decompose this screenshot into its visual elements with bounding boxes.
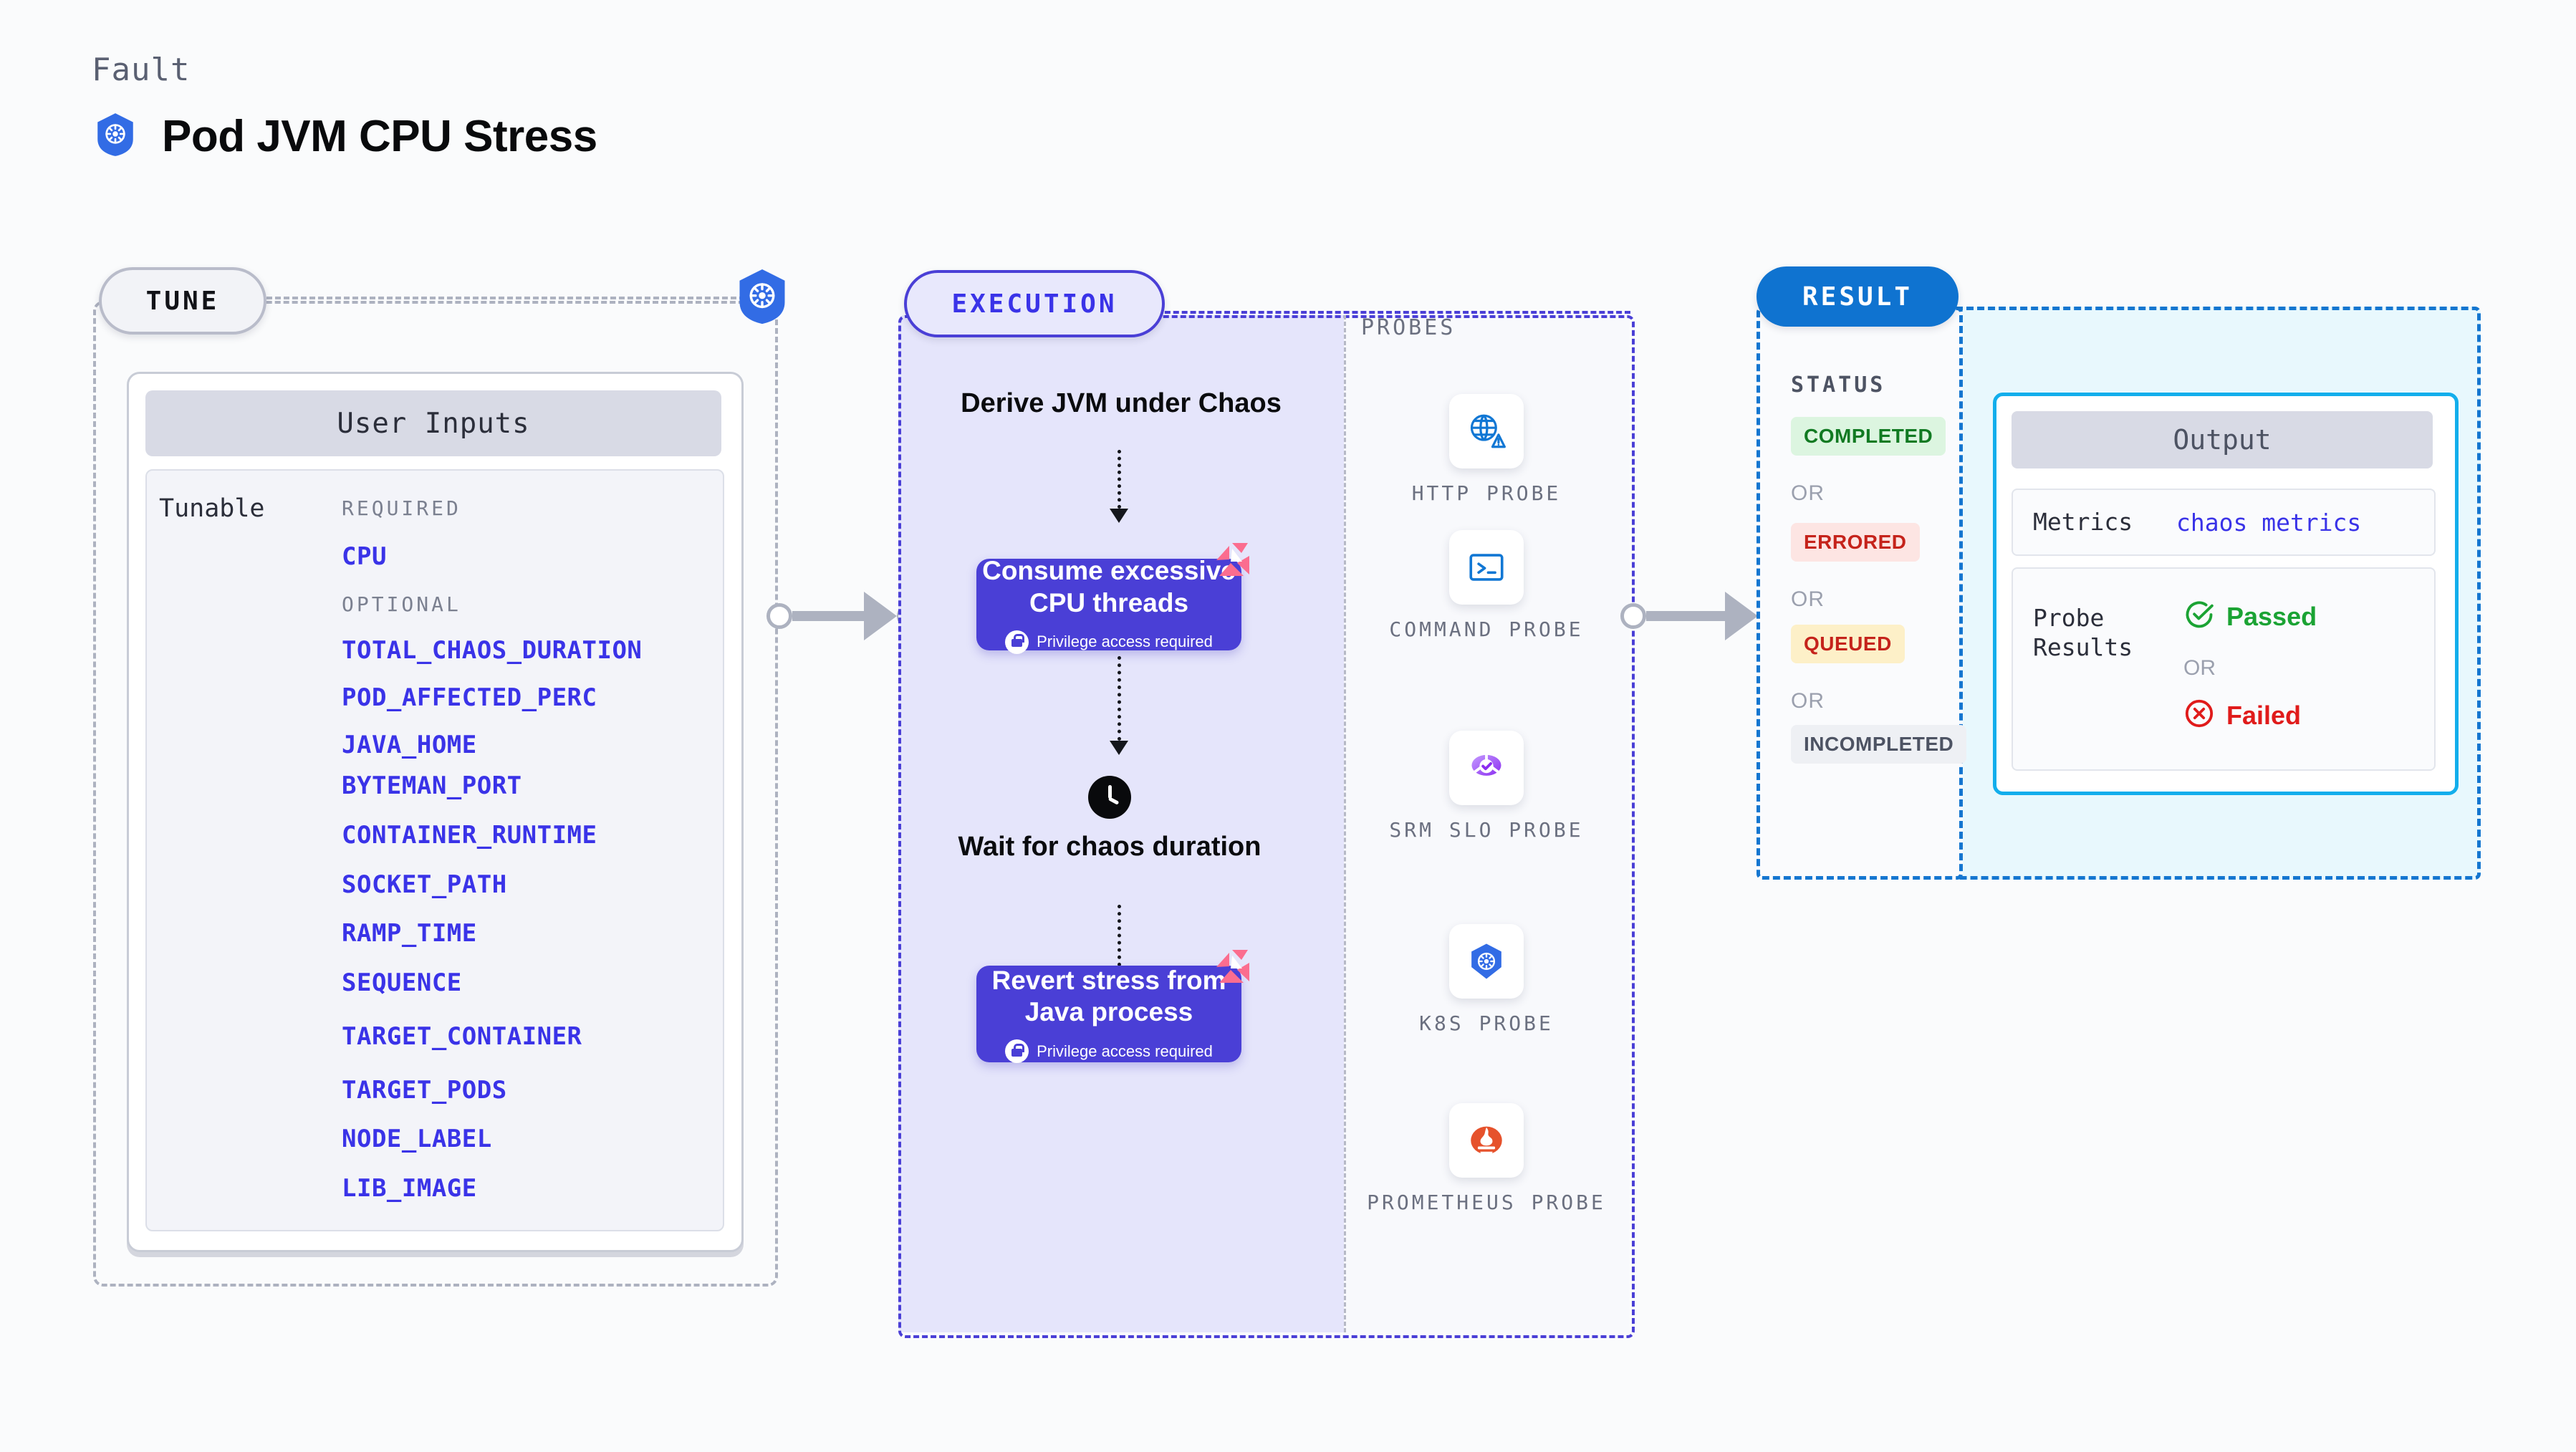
- param-java-home[interactable]: JAVA_HOME: [342, 731, 477, 759]
- probe-result-or: OR: [2183, 656, 2216, 680]
- param-pod-affected-perc[interactable]: POD_AFFECTED_PERC: [342, 683, 597, 712]
- page-kicker: Fault: [92, 52, 191, 88]
- failed-label: Failed: [2226, 700, 2302, 730]
- probe-results-label: Probe Results: [2033, 604, 2133, 662]
- probe-prometheus[interactable]: PROMETHEUS PROBE: [1344, 1103, 1629, 1216]
- execution-card-title: Revert stress from Java process: [991, 965, 1226, 1027]
- connector-arrowhead: [864, 592, 897, 640]
- execution-arrow-2: [1110, 656, 1128, 755]
- param-byteman-port[interactable]: BYTEMAN_PORT: [342, 771, 522, 800]
- result-badge: RESULT: [1756, 266, 1959, 327]
- probe-command[interactable]: COMMAND PROBE: [1344, 530, 1629, 643]
- tune-top-dash: [258, 297, 771, 299]
- litmus-icon: [1213, 542, 1251, 577]
- param-sequence[interactable]: SEQUENCE: [342, 968, 462, 997]
- status-or-1: OR: [1791, 481, 1825, 505]
- tune-badge: TUNE: [99, 267, 266, 335]
- page-title: Pod JVM CPU Stress: [162, 112, 597, 161]
- kubernetes-icon: [732, 266, 792, 327]
- lock-icon: [1005, 630, 1029, 654]
- output-metrics-row: Metrics chaos metrics: [2012, 489, 2436, 556]
- probe-k8s[interactable]: K8S PROBE: [1344, 924, 1629, 1037]
- execution-step-derive-jvm: Derive JVM under Chaos: [961, 388, 1282, 418]
- user-inputs-title: User Inputs: [145, 390, 721, 456]
- connector-dot-start: [766, 603, 792, 629]
- metrics-value[interactable]: chaos metrics: [2176, 508, 2362, 537]
- connector-line: [792, 611, 864, 621]
- srm-slo-icon: [1449, 731, 1524, 805]
- privilege-row: Privilege access required: [1005, 630, 1213, 654]
- passed-label: Passed: [2226, 601, 2317, 631]
- probe-label: HTTP PROBE: [1411, 481, 1562, 505]
- execution-card-revert-stress[interactable]: Revert stress from Java process Privileg…: [976, 950, 1249, 1064]
- status-or-3: OR: [1791, 689, 1825, 713]
- metrics-label: Metrics: [2033, 508, 2133, 537]
- status-title: STATUS: [1791, 372, 1886, 398]
- execution-card-title: Consume excessive CPU threads: [982, 556, 1236, 617]
- status-badge-completed: COMPLETED: [1791, 417, 1946, 456]
- check-circle-icon: [2183, 599, 2215, 634]
- kubernetes-icon: [1449, 924, 1524, 999]
- x-circle-icon: [2183, 698, 2215, 733]
- param-cpu[interactable]: CPU: [342, 542, 387, 571]
- probe-http[interactable]: HTTP PROBE: [1344, 394, 1629, 507]
- globe-warning-icon: [1449, 394, 1524, 468]
- page-title-row: Pod JVM CPU Stress: [92, 111, 597, 162]
- status-or-2: OR: [1791, 587, 1825, 611]
- param-ramp-time[interactable]: RAMP_TIME: [342, 919, 477, 948]
- required-group-label: REQUIRED: [342, 496, 461, 520]
- probes-title: PROBES: [1361, 315, 1456, 340]
- param-target-container[interactable]: TARGET_CONTAINER: [342, 1022, 582, 1051]
- execution-badge: EXECUTION: [904, 270, 1165, 337]
- probe-result-passed: Passed: [2183, 599, 2317, 634]
- probes-divider: [1344, 315, 1346, 1332]
- param-node-label[interactable]: NODE_LABEL: [342, 1125, 492, 1153]
- execution-step-wait: Wait for chaos duration: [958, 832, 1261, 862]
- probe-label: SRM SLO PROBE: [1389, 818, 1584, 842]
- param-target-pods[interactable]: TARGET_PODS: [342, 1076, 507, 1105]
- prometheus-icon: [1449, 1103, 1524, 1178]
- output-title: Output: [2012, 411, 2433, 468]
- connector-arrowhead: [1725, 592, 1758, 640]
- privilege-text: Privilege access required: [1037, 633, 1213, 651]
- status-badge-errored: ERRORED: [1791, 523, 1920, 562]
- privilege-text: Privilege access required: [1037, 1042, 1213, 1060]
- probe-label: COMMAND PROBE: [1389, 617, 1584, 641]
- execution-background: [898, 315, 1344, 1332]
- terminal-icon: [1449, 530, 1524, 605]
- status-badge-incompleted: INCOMPLETED: [1791, 725, 1967, 764]
- output-probe-results-row: Probe Results Passed OR Failed: [2012, 567, 2436, 771]
- privilege-row: Privilege access required: [1005, 1039, 1213, 1064]
- execution-card-consume-cpu[interactable]: Consume excessive CPU threads Privilege …: [976, 543, 1249, 654]
- param-socket-path[interactable]: SOCKET_PATH: [342, 870, 507, 899]
- tune-panel: [93, 301, 778, 1287]
- probe-label: K8S PROBE: [1419, 1011, 1554, 1035]
- connector-line: [1646, 611, 1725, 621]
- probe-srm-slo[interactable]: SRM SLO PROBE: [1344, 731, 1629, 844]
- connector-dot-start: [1620, 603, 1646, 629]
- optional-group-label: OPTIONAL: [342, 592, 461, 616]
- clock-icon: [1088, 776, 1131, 819]
- param-lib-image[interactable]: LIB_IMAGE: [342, 1174, 477, 1203]
- execution-arrow-1: [1110, 450, 1128, 523]
- result-status-region: [1756, 307, 1963, 880]
- probe-label: PROMETHEUS PROBE: [1367, 1191, 1606, 1214]
- user-inputs-body: [145, 469, 724, 1231]
- execution-panel: [898, 315, 1635, 1338]
- litmus-icon: [1213, 948, 1251, 984]
- status-badge-queued: QUEUED: [1791, 625, 1905, 663]
- tunable-label: Tunable: [159, 494, 265, 523]
- kubernetes-icon: [92, 111, 139, 162]
- lock-icon: [1005, 1039, 1029, 1064]
- param-container-runtime[interactable]: CONTAINER_RUNTIME: [342, 821, 597, 850]
- param-total-chaos-duration[interactable]: TOTAL_CHAOS_DURATION: [342, 636, 643, 665]
- probe-result-failed: Failed: [2183, 698, 2301, 733]
- execution-top-dash: [1156, 311, 1630, 314]
